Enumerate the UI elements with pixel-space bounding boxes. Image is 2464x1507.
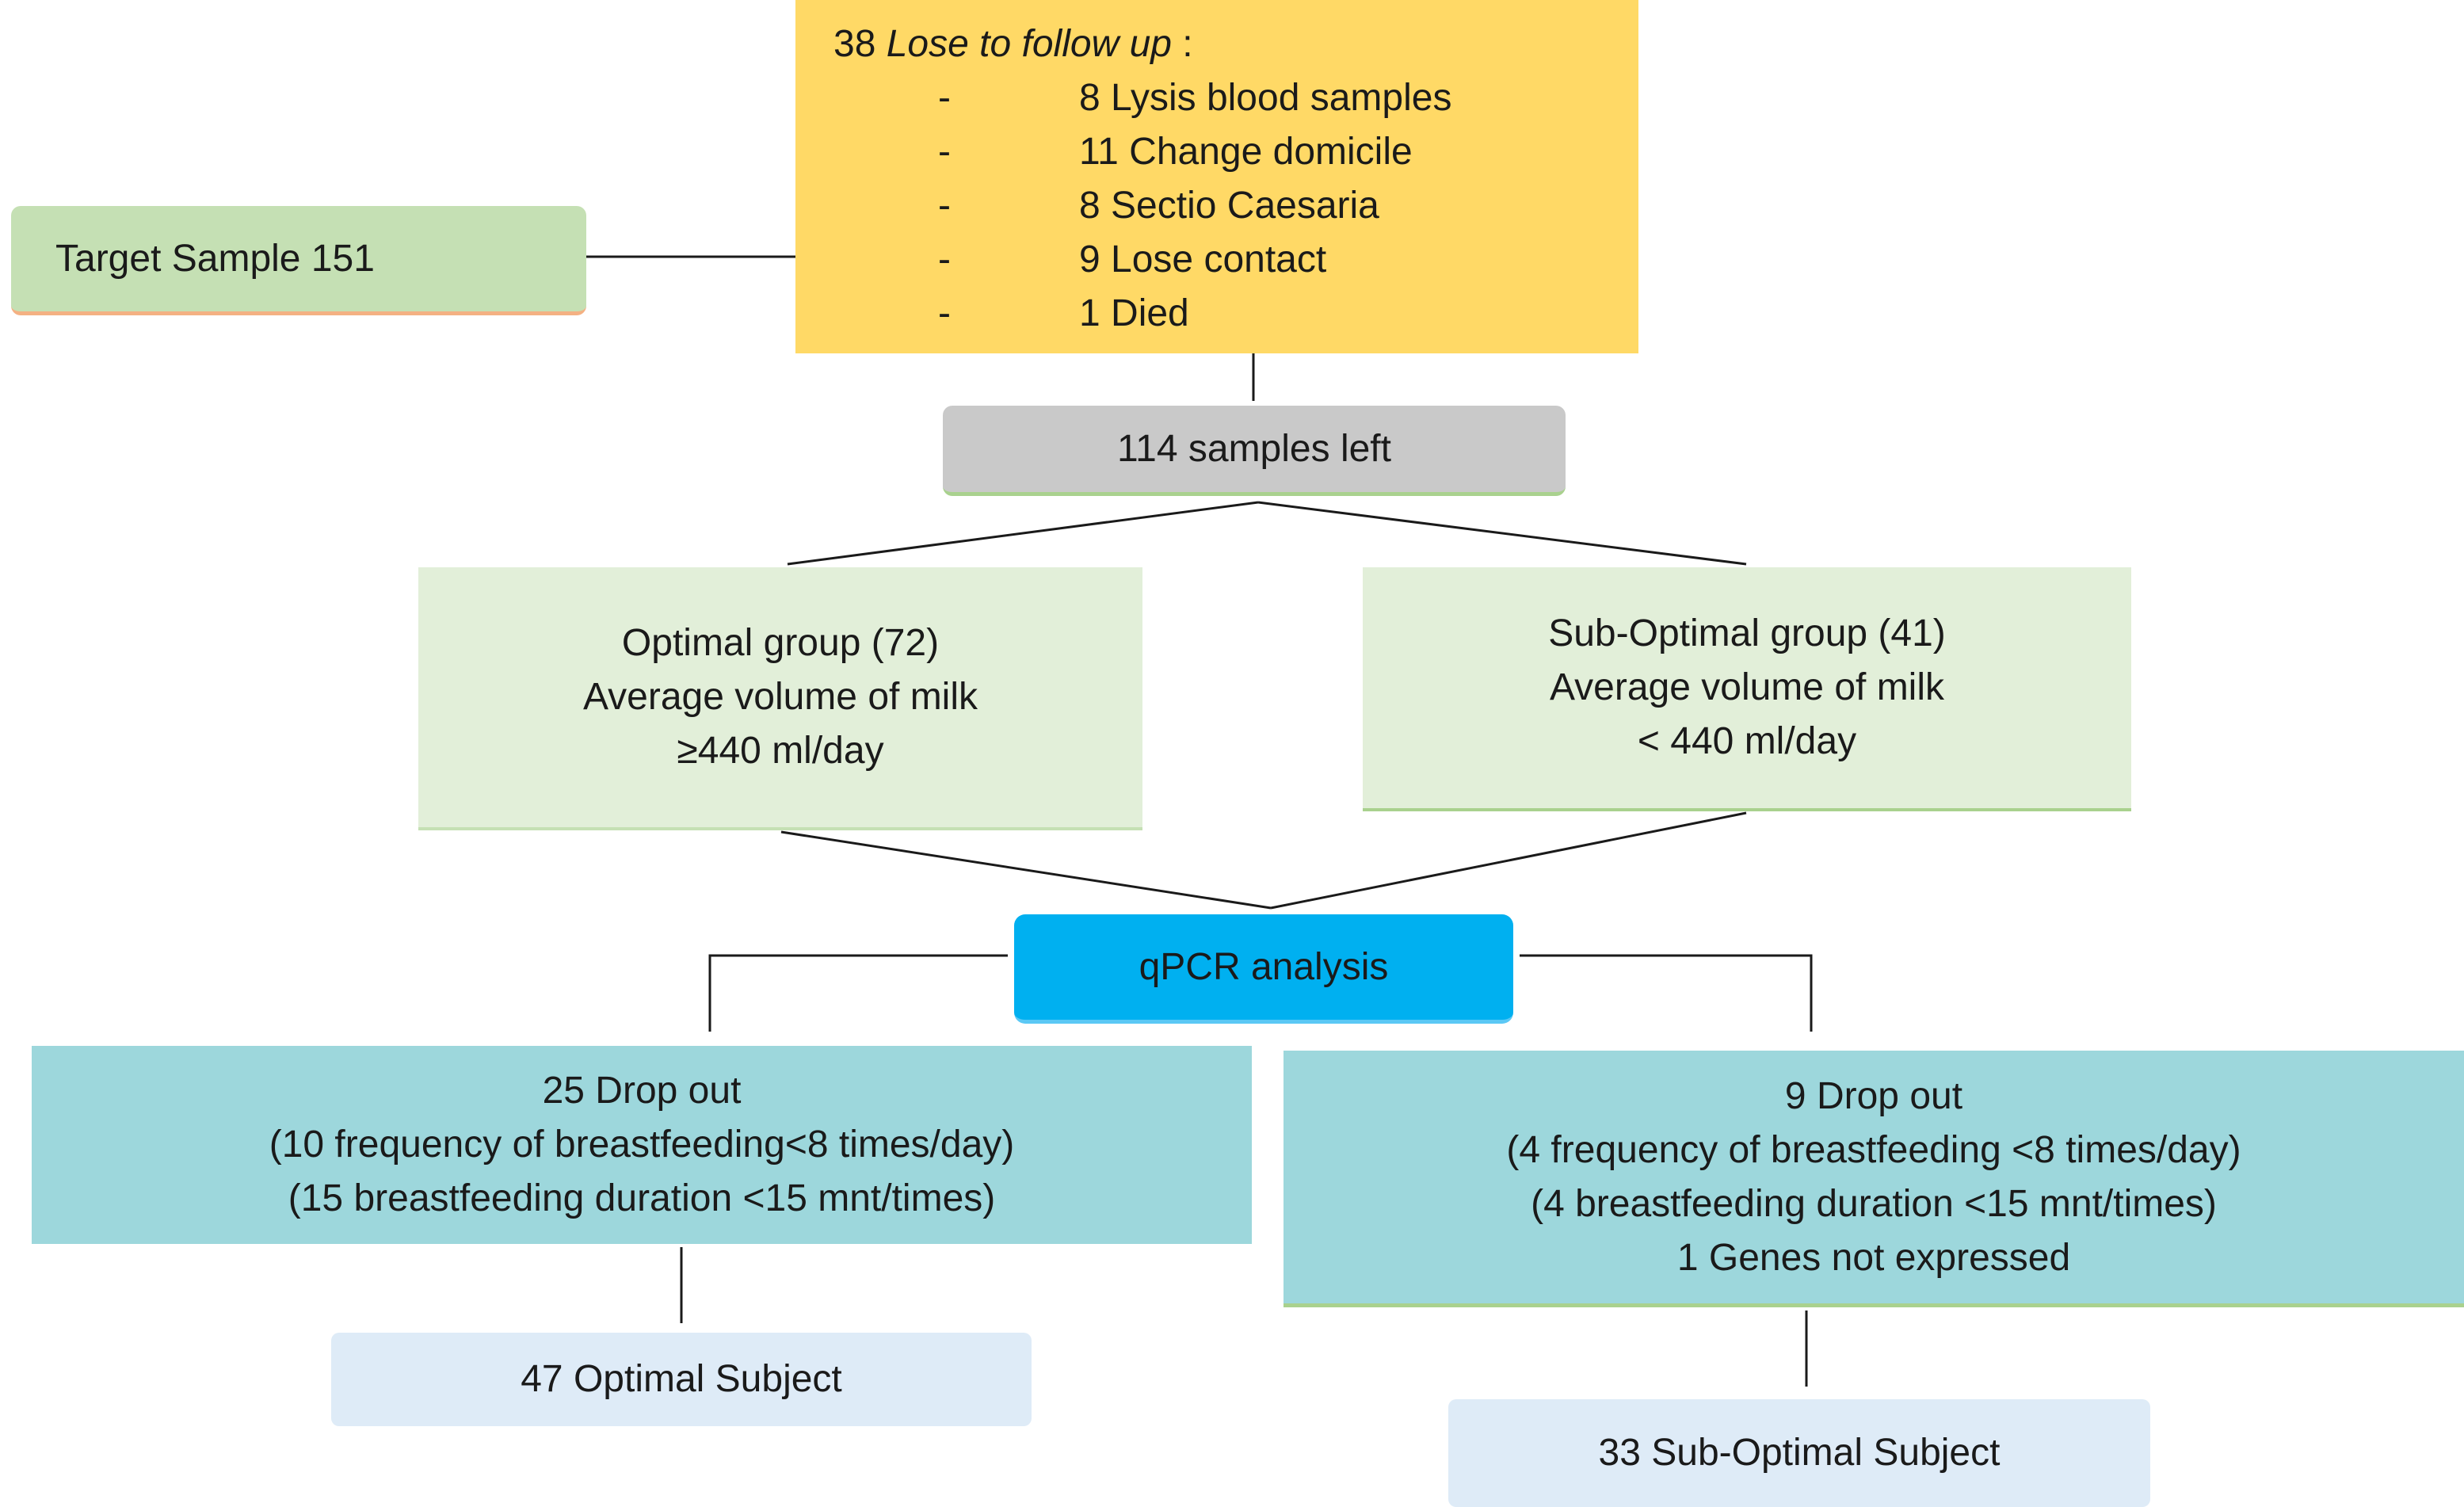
samples-left-box: 114 samples left	[943, 406, 1566, 496]
target-sample-label: Target Sample 151	[55, 237, 375, 280]
lost-reason-item: -8 Sectio Caesaria	[938, 185, 1379, 227]
connector-optimal-qpcr	[780, 830, 1272, 910]
dropout-optimal-reason: (10 frequency of breastfeeding<8 times/d…	[269, 1124, 1015, 1166]
lost-to-follow-up-box: 38 Lose to follow up : -8 Lysis blood sa…	[795, 0, 1638, 353]
optimal-group-description: Average volume of milk	[583, 676, 978, 718]
connector-samples-optimal	[787, 501, 1259, 566]
dropout-suboptimal-reason: 1 Genes not expressed	[1676, 1236, 2071, 1279]
optimal-group-title: Optimal group (72)	[621, 622, 940, 664]
connector-samples-suboptimal	[1257, 501, 1747, 566]
qpcr-analysis-label: qPCR analysis	[1139, 945, 1389, 988]
dropout-optimal-box: 25 Drop out (10 frequency of breastfeedi…	[32, 1046, 1252, 1244]
optimal-group-threshold: ≥440 ml/day	[677, 730, 884, 772]
dropout-optimal-count: 25 Drop out	[542, 1070, 742, 1112]
dropout-suboptimal-reason: (4 frequency of breastfeeding <8 times/d…	[1506, 1128, 2241, 1171]
qpcr-analysis-box: qPCR analysis	[1014, 914, 1513, 1024]
dropout-suboptimal-reason: (4 breastfeeding duration <15 mnt/times)	[1531, 1182, 2217, 1225]
suboptimal-subject-label: 33 Sub-Optimal Subject	[1598, 1432, 2001, 1474]
samples-left-label: 114 samples left	[1117, 427, 1391, 470]
connector-qpcr-dropout-suboptimal	[1520, 954, 1813, 1032]
dropout-suboptimal-box: 9 Drop out (4 frequency of breastfeeding…	[1283, 1051, 2464, 1307]
lost-reason-item: -1 Died	[938, 292, 1189, 334]
target-sample-box: Target Sample 151	[11, 206, 586, 315]
dropout-optimal-reason: (15 breastfeeding duration <15 mnt/times…	[288, 1177, 996, 1219]
lost-reason-item: -9 Lose contact	[938, 238, 1327, 280]
suboptimal-group-threshold: < 440 ml/day	[1637, 720, 1857, 762]
dropout-suboptimal-count: 9 Drop out	[1784, 1074, 1963, 1117]
connector-qpcr-dropout-optimal	[708, 954, 1008, 1032]
connector-suboptimal-qpcr	[1270, 811, 1747, 910]
lost-title: Lose to follow up	[886, 23, 1172, 65]
optimal-subject-result-box: 47 Optimal Subject	[331, 1333, 1032, 1426]
lost-to-follow-up-heading: 38 Lose to follow up :	[833, 23, 1193, 65]
optimal-subject-label: 47 Optimal Subject	[521, 1358, 842, 1400]
suboptimal-group-box: Sub-Optimal group (41) Average volume of…	[1363, 567, 2131, 811]
optimal-group-box: Optimal group (72) Average volume of mil…	[418, 567, 1142, 830]
lost-reason-item: -8 Lysis blood samples	[938, 77, 1452, 119]
suboptimal-subject-result-box: 33 Sub-Optimal Subject	[1448, 1399, 2150, 1507]
lost-reason-item: -11 Change domicile	[938, 131, 1413, 173]
suboptimal-group-description: Average volume of milk	[1550, 666, 1944, 708]
suboptimal-group-title: Sub-Optimal group (41)	[1548, 612, 1946, 654]
lost-count: 38	[833, 23, 876, 65]
